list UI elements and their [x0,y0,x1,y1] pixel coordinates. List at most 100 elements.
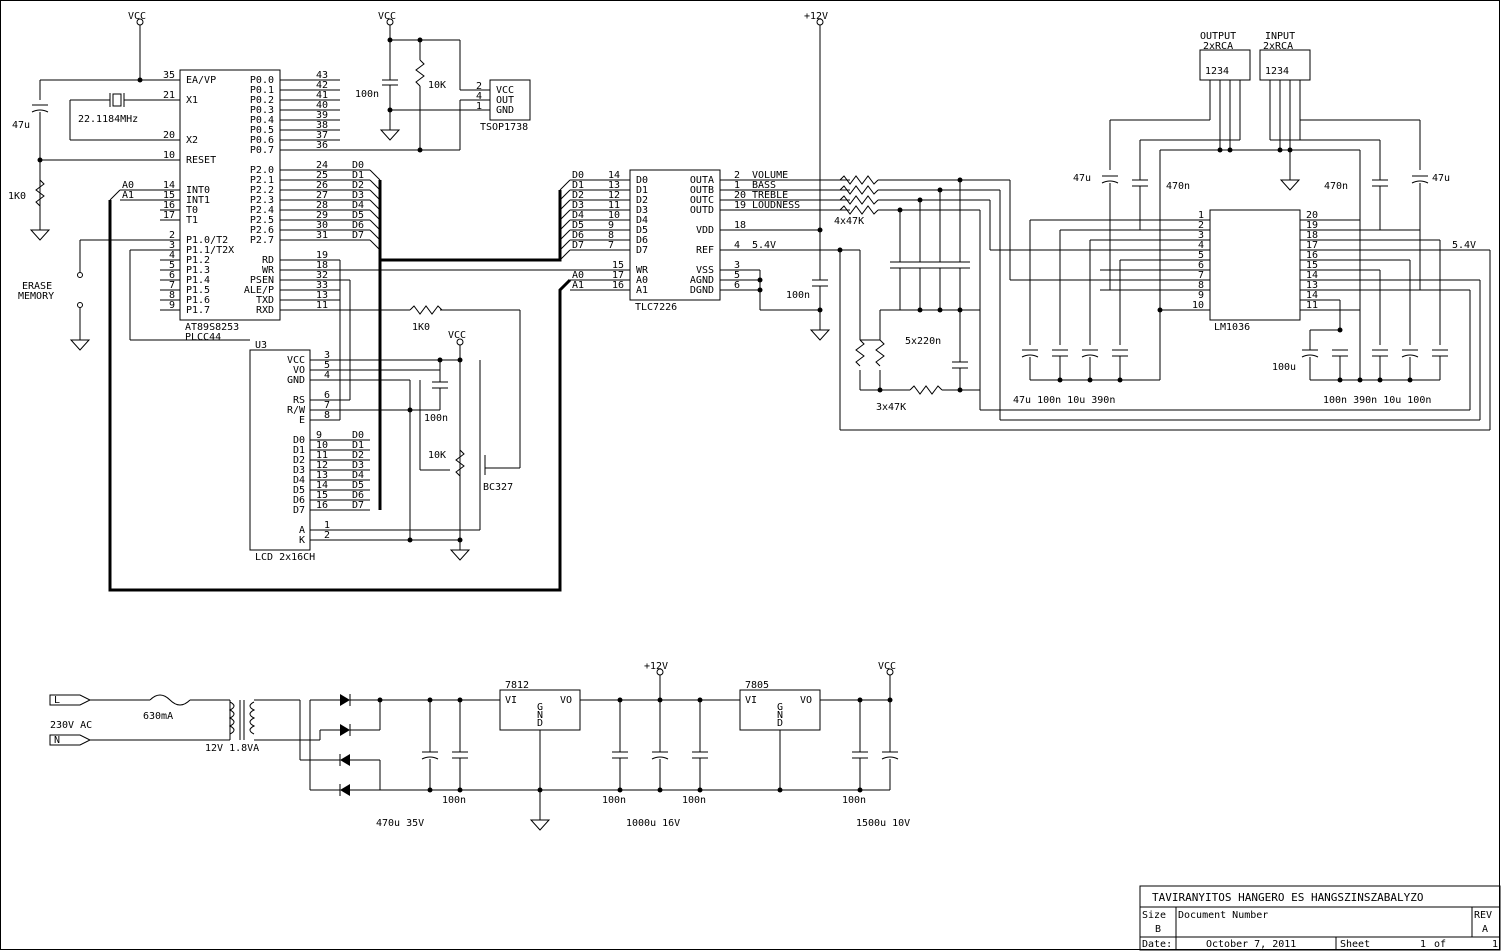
dac-body [629,169,721,301]
mcu-pin-number: 9 [169,300,175,311]
lcd-pin-number: 9 [316,430,322,441]
mcu-pin-name: P2.2 [250,185,274,196]
dac-pin-name: D7 [636,245,648,256]
mcu-pin-number: 18 [316,260,328,271]
ground-symbol [809,329,831,341]
size-value: B [1155,924,1161,935]
date-value: October 7, 2011 [1206,939,1296,950]
mcu-pin-number: 2 [169,230,175,241]
mcu-pin-name: P1.5 [186,285,210,296]
mains-l-label: L [54,695,60,706]
of-label: of [1434,939,1446,950]
rca-output-body [1199,49,1251,81]
title-block [1139,885,1501,951]
c5-label: 5x220n [905,336,941,347]
int-net-a0: A0 [122,180,134,191]
erase-label-2: MEMORY [18,291,54,302]
dac-pin-name: OUTC [690,195,714,206]
reg1-d: D [537,718,543,729]
mcu-pin-number: 16 [163,200,175,211]
mcu-pin-name: P0.6 [250,135,274,146]
title-text: TAVIRANYITOS HANGERO ES HANGSZINSZABALYZ… [1152,891,1424,904]
dac-net-label: D5 [572,220,584,231]
lm-name: LM1036 [1214,322,1250,333]
mcu-pin-name: P0.3 [250,105,274,116]
dac-pin-name: D4 [636,215,648,226]
power-rail-marker [136,18,144,26]
supply-cap-1000u: 1000u 16V [626,818,680,829]
dac-net-label: D0 [572,170,584,181]
lcd-pin-number: 14 [316,480,328,491]
dac-net-label: BASS [752,180,776,191]
mcu-pin-number: 24 [316,160,328,171]
lcd-pin-name: E [299,415,305,426]
lm-pin-number: 9 [1198,290,1204,301]
mcu-pin-name: P0.2 [250,95,274,106]
mcu-pin-number: 42 [316,80,328,91]
mcu-pin-name: INT1 [186,195,210,206]
mcu-pin-name: P2.1 [250,175,274,186]
lcd-pin-name: VO [293,365,305,376]
lcd-cap-label: 100n [424,413,448,424]
dac-pin-name: AGND [690,275,714,286]
dac-pin-number: 3 [734,260,740,271]
dac-pin-number: 4 [734,240,740,251]
reg1-n: N [537,710,543,721]
lcd-pin-name: VCC [287,355,305,366]
lcd-pin-number: 16 [316,500,328,511]
lcd-net-label: D6 [352,490,364,501]
lm-pin-number: 14 [1306,270,1318,281]
supply-cap-1500u: 1500u 10V [856,818,910,829]
lm-pin-number: 18 [1306,230,1318,241]
lcd-rb-label: 1K0 [412,322,430,333]
mcu-pin-number: 15 [163,190,175,201]
mcu-pin-number: 19 [316,250,328,261]
dac-pin-number: 13 [608,180,620,191]
rev-value: A [1482,924,1488,935]
lcd-pin-number: 4 [324,370,330,381]
dac-pin-name: VDD [696,225,714,236]
lcd-pin-number: 2 [324,530,330,541]
lm-pin-number: 7 [1198,270,1204,281]
dac-pin-number: 2 [734,170,740,181]
mcu-pin-number: 25 [316,170,328,181]
dac-pin-name: D2 [636,195,648,206]
dac-pin-name: D5 [636,225,648,236]
dac-net-label: D7 [572,240,584,251]
ground-symbol [69,339,91,351]
mcu-pin-name: P0.4 [250,115,274,126]
dac-pin-number: 7 [608,240,614,251]
mcu-pin-name: WR [262,265,275,276]
mcu-pin-name: RESET [186,155,216,166]
mcu-net-label: D4 [352,200,364,211]
mcu-pin-name: INT0 [186,185,210,196]
mcu-pin-name: P2.0 [250,165,274,176]
rca-input-body [1259,49,1311,81]
lm-pin-number: 19 [1306,220,1318,231]
mcu-name: AT89S8253 [185,322,239,333]
mcu-pin-number: 38 [316,120,328,131]
reg1-name: 7812 [505,680,529,691]
mcu-pin-number: 33 [316,280,328,291]
mcu-pin-number: 27 [316,190,328,201]
lcd-net-label: D5 [352,480,364,491]
mcu-pin-name: P0.1 [250,85,274,96]
mcu-pin-name: T1 [186,215,198,226]
dac-pin-number: 11 [608,200,620,211]
supply-cap-100n-3: 100n [682,795,706,806]
lm-pin-number: 6 [1198,260,1204,271]
rca-output-title: OUTPUT [1200,31,1236,42]
dac-pin-number: 9 [608,220,614,231]
lcd-pin-name: D3 [293,465,305,476]
lcd-net-label: D0 [352,430,364,441]
lcd-pin-number: 8 [324,410,330,421]
mcu-pin-name: RD [262,255,274,266]
reg1-g: G [537,702,543,713]
mcu-pin-name: X2 [186,135,198,146]
ir-pin-name: GND [496,105,514,116]
erase-label-1: ERASE [22,281,52,292]
mcu-pin-number: 31 [316,230,328,241]
dac-net-label: LOUDNESS [752,200,800,211]
lcd-pin-name: RS [293,395,305,406]
dac-pin-number: 19 [734,200,746,211]
